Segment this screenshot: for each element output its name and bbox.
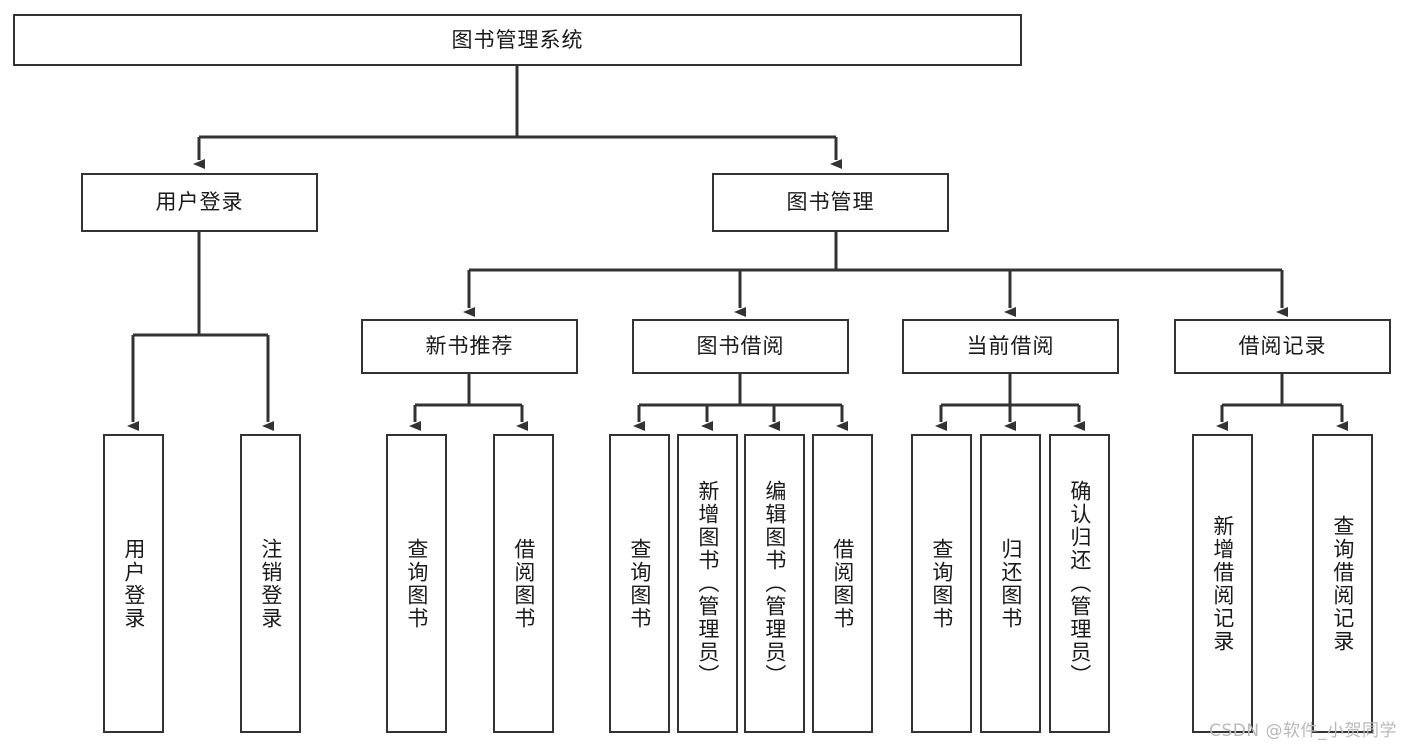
node-root[interactable]: 图书管理系统 <box>13 14 1022 66</box>
leaf-label: 借阅图书 <box>830 537 855 630</box>
leaf-user-login-login[interactable]: 用户登录 <box>103 434 164 733</box>
leaf-label: 确认归还（管理员） <box>1067 480 1092 687</box>
node-book-manage[interactable]: 图书管理 <box>712 173 949 232</box>
node-book-borrow-label: 图书借阅 <box>696 334 785 359</box>
leaf-book-borrow-query[interactable]: 查询图书 <box>609 434 670 733</box>
leaf-label: 编辑图书（管理员） <box>762 480 787 687</box>
leaf-new-book-query[interactable]: 查询图书 <box>386 434 447 733</box>
node-user-login[interactable]: 用户登录 <box>81 173 318 232</box>
node-current-borrow-label: 当前借阅 <box>966 334 1055 359</box>
node-new-book-recommend[interactable]: 新书推荐 <box>361 319 578 374</box>
leaf-label: 查询图书 <box>929 537 954 630</box>
leaf-borrow-record-query[interactable]: 查询借阅记录 <box>1312 434 1373 733</box>
leaf-new-book-borrow[interactable]: 借阅图书 <box>493 434 554 733</box>
leaf-current-borrow-confirm[interactable]: 确认归还（管理员） <box>1049 434 1110 733</box>
leaf-label: 归还图书 <box>998 537 1023 630</box>
leaf-label: 注销登录 <box>258 537 283 630</box>
leaf-label: 借阅图书 <box>511 537 536 630</box>
leaf-label: 用户登录 <box>121 537 146 630</box>
leaf-label: 查询图书 <box>627 537 652 630</box>
leaf-current-borrow-query[interactable]: 查询图书 <box>911 434 972 733</box>
node-book-borrow[interactable]: 图书借阅 <box>632 319 849 374</box>
node-new-book-recommend-label: 新书推荐 <box>425 334 514 359</box>
leaf-borrow-record-add[interactable]: 新增借阅记录 <box>1192 434 1253 733</box>
leaf-book-borrow-add[interactable]: 新增图书（管理员） <box>677 434 738 733</box>
leaf-label: 新增借阅记录 <box>1210 514 1235 653</box>
node-root-label: 图书管理系统 <box>451 27 584 52</box>
leaf-book-borrow-edit[interactable]: 编辑图书（管理员） <box>744 434 805 733</box>
node-book-manage-label: 图书管理 <box>786 190 875 215</box>
leaf-book-borrow-borrow[interactable]: 借阅图书 <box>812 434 873 733</box>
leaf-label: 查询图书 <box>404 537 429 630</box>
node-borrow-record[interactable]: 借阅记录 <box>1174 319 1391 374</box>
csdn-watermark: CSDN @软件_小贺同学 <box>1209 721 1397 741</box>
leaf-label: 查询借阅记录 <box>1330 514 1355 653</box>
node-current-borrow[interactable]: 当前借阅 <box>902 319 1119 374</box>
leaf-user-login-logout[interactable]: 注销登录 <box>240 434 301 733</box>
node-user-login-label: 用户登录 <box>155 190 244 215</box>
leaf-label: 新增图书（管理员） <box>695 480 720 687</box>
node-borrow-record-label: 借阅记录 <box>1238 334 1327 359</box>
leaf-current-borrow-return[interactable]: 归还图书 <box>980 434 1041 733</box>
